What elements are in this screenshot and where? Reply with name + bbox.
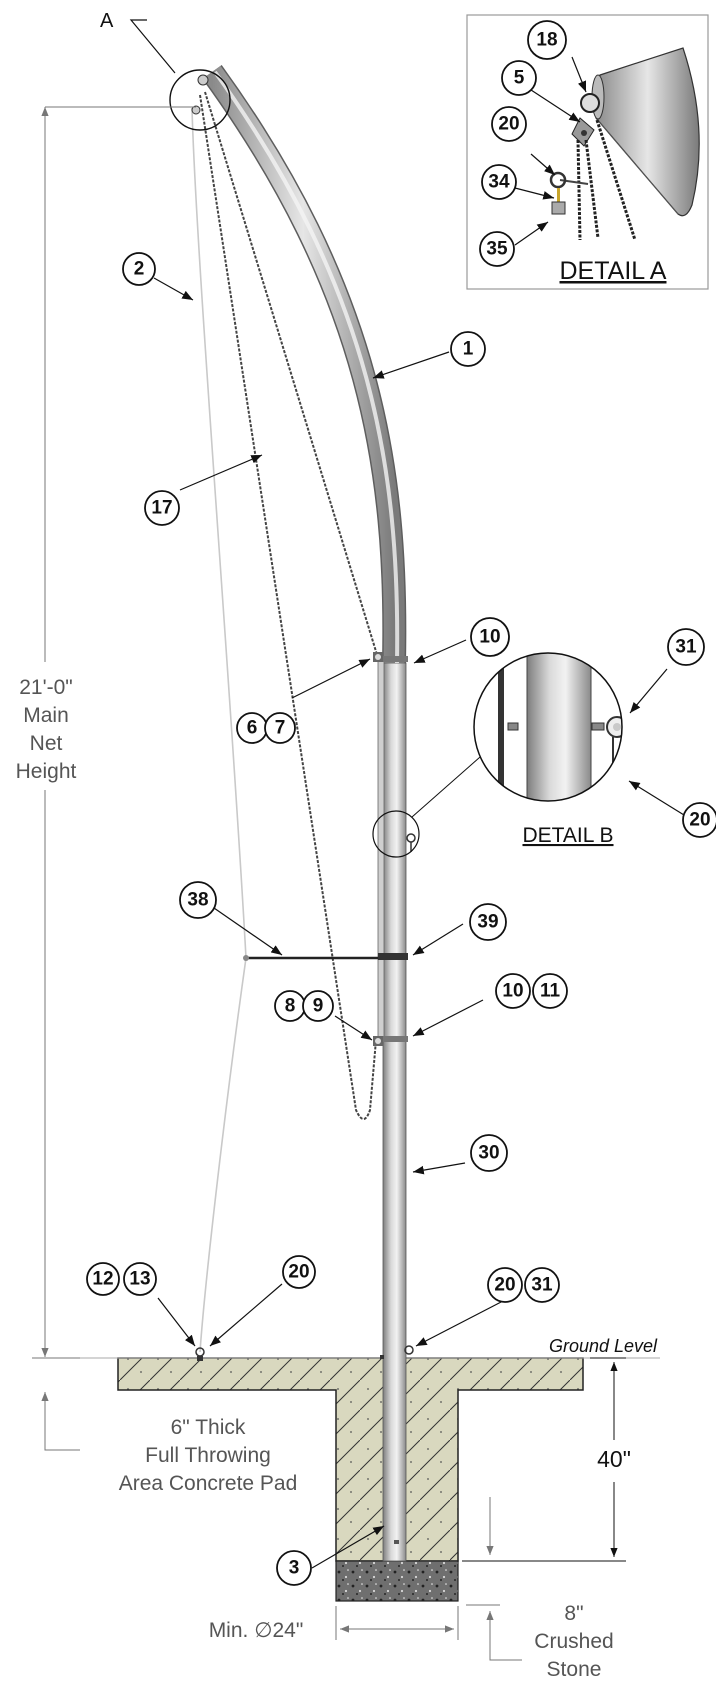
callout-17: 17 [151,498,172,519]
callout-20b: 20 [689,810,710,831]
detail-b-leader [411,749,489,818]
callout-9-bubble [302,990,334,1022]
diameter-label: Min. ∅24" [209,1619,304,1642]
callout-13-bubble [123,1262,157,1296]
crushed-stone [335,1560,459,1602]
callout-11-bubble [532,973,568,1009]
haul-rope [199,91,379,1120]
height-line1: 21'-0" [19,676,73,699]
pad-line3: Area Concrete Pad [119,1472,298,1495]
callout-20a: 20 [498,114,519,135]
pad-line2: Full Throwing [145,1444,271,1467]
callout-20b-bubble [682,802,716,838]
callout-13: 13 [129,1269,150,1290]
height-dimension [32,106,196,1451]
stone-line1: 8" [564,1602,583,1625]
detail-b-circle [372,810,420,858]
callout-35: 35 [486,239,508,260]
callout-18-bubble [527,20,567,60]
callout-10b: 10 [502,981,523,1002]
detail-a-leader [129,19,176,74]
anchor-ground [195,1347,205,1361]
top-pulley [191,74,209,115]
callout-9: 9 [313,996,324,1017]
callout-30: 30 [478,1143,499,1164]
callout-10a-bubble [470,617,510,657]
callout-20d: 20 [494,1275,515,1296]
callout-39-bubble [469,903,507,941]
callout-34: 34 [488,172,510,193]
stone-line3: Stone [547,1658,602,1681]
height-line3: Net [30,732,63,755]
callout-18: 18 [536,30,557,51]
callout-11: 11 [540,981,561,1002]
callout-5-bubble [501,60,537,96]
callout-31b: 31 [531,1275,553,1296]
depth-label: 40" [597,1446,631,1472]
net-edge [191,107,247,1353]
callout-8: 8 [285,996,296,1017]
callout-30-bubble [470,1134,508,1172]
detail-a-title: DETAIL A [560,257,667,285]
pole-bottom-mark [394,1540,399,1544]
bracket-8-9 [373,1036,383,1046]
callout-35-bubble [479,231,515,267]
height-line4: Height [16,760,77,783]
callout-20c-bubble [282,1255,316,1289]
height-line2: Main [23,704,69,727]
detail-a-marker: A [100,10,114,32]
stone-dimension [466,1497,522,1661]
callout-3: 3 [289,1558,300,1579]
callout-34-bubble [481,164,517,200]
callout-7-bubble [264,712,296,744]
callout-31b-bubble [524,1267,560,1303]
collar-39 [378,953,408,960]
callout-1-bubble [450,331,486,367]
callout-10b-bubble [495,973,531,1009]
collar-10 [378,656,408,662]
detail-b-title: DETAIL B [522,824,613,847]
leader-lines [153,56,685,1569]
pad-line1: 6" Thick [171,1416,246,1439]
bar-end [243,955,249,961]
ground-level-label: Ground Level [549,1336,658,1356]
callout-12-bubble [86,1262,120,1296]
callout-38-bubble [179,881,217,919]
detail-a-circle [169,69,231,131]
callout-31a-bubble [667,628,705,666]
bracket-6-7 [373,652,383,662]
callout-7: 7 [275,718,286,739]
callout-31a: 31 [675,637,697,658]
collar-10-11 [378,1036,408,1042]
stone-line2: Crushed [534,1630,613,1653]
callout-17-bubble [144,490,180,526]
callout-39: 39 [477,912,498,933]
callout-12: 12 [92,1269,113,1290]
callout-20d-bubble [487,1267,523,1303]
depth-dimension [462,1357,626,1562]
callout-6: 6 [247,718,258,739]
curved-arm [202,64,407,664]
callout-20a-bubble [491,106,527,142]
callout-20c: 20 [288,1262,309,1283]
callout-38: 38 [187,890,208,911]
callout-3-bubble [276,1550,312,1586]
callout-1: 1 [463,339,474,360]
diameter-dimension [335,1606,459,1640]
eye-bolt-upper [406,833,416,852]
detail-b-inset [473,652,623,802]
callout-10a: 10 [479,627,500,648]
callout-5: 5 [514,68,525,89]
pole-base-hook [380,1345,414,1359]
callout-2-bubble [122,252,156,286]
main-pole [382,662,407,1562]
callout-2: 2 [134,259,145,280]
